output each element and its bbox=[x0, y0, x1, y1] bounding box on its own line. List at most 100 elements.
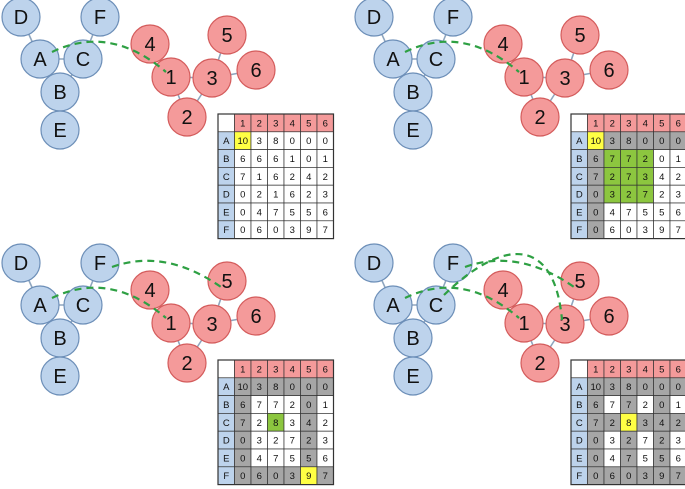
node-circle bbox=[416, 285, 456, 325]
node-label: C bbox=[76, 295, 90, 317]
node-2: 2 bbox=[167, 343, 207, 383]
table-cell-value: 1 bbox=[323, 154, 328, 165]
row-header: B bbox=[576, 154, 582, 165]
table-cell-value: 6 bbox=[593, 154, 598, 165]
table-cell-value: 1 bbox=[290, 154, 295, 165]
node-label: D bbox=[14, 7, 28, 29]
table-cell-value: 7 bbox=[323, 471, 328, 482]
node-4: 4 bbox=[130, 270, 170, 310]
row-header: C bbox=[223, 418, 230, 429]
node-circle bbox=[192, 58, 232, 98]
table-cell-value: 2 bbox=[626, 436, 631, 447]
table-cell-value: 2 bbox=[659, 436, 664, 447]
table-cell-value: 10 bbox=[237, 382, 248, 393]
row-header: F bbox=[576, 225, 582, 236]
table-cell-value: 3 bbox=[290, 471, 295, 482]
table-cell-value: 2 bbox=[643, 154, 648, 165]
table-cell-value: 6 bbox=[257, 225, 262, 236]
table-cell-value: 7 bbox=[290, 436, 295, 447]
node-label: 6 bbox=[603, 60, 614, 82]
table-corner bbox=[217, 113, 235, 133]
node-A: A bbox=[373, 285, 413, 325]
table-cell-value: 8 bbox=[273, 136, 278, 147]
table-cell-value: 3 bbox=[290, 418, 295, 429]
node-1: 1 bbox=[151, 303, 191, 343]
node-E: E bbox=[40, 356, 80, 396]
table-cell-value: 9 bbox=[306, 471, 311, 482]
node-D: D bbox=[1, 0, 41, 37]
table-border bbox=[570, 359, 685, 486]
table-cell-value: 6 bbox=[323, 453, 328, 464]
column-header: 4 bbox=[290, 118, 295, 129]
table-cell-value: 1 bbox=[323, 400, 328, 411]
node-label: E bbox=[406, 366, 419, 388]
table-cell-value: 7 bbox=[643, 190, 648, 201]
table-cell-value: 0 bbox=[323, 382, 328, 393]
node-circle bbox=[20, 285, 60, 325]
table-cell-value: 6 bbox=[240, 400, 245, 411]
table-cell-value: 4 bbox=[257, 453, 262, 464]
table-cell-value: 0 bbox=[306, 154, 311, 165]
table-cell-value: 3 bbox=[257, 136, 262, 147]
node-B: B bbox=[393, 72, 433, 112]
node-label: F bbox=[447, 253, 459, 275]
node-label: C bbox=[429, 49, 443, 71]
node-label: 4 bbox=[144, 34, 155, 56]
table-cell-value: 7 bbox=[240, 418, 245, 429]
column-header: 2 bbox=[257, 364, 262, 375]
node-5: 5 bbox=[560, 15, 600, 55]
row-header: B bbox=[576, 400, 582, 411]
node-3: 3 bbox=[192, 304, 232, 344]
column-header: 3 bbox=[626, 364, 631, 375]
node-circle bbox=[354, 243, 394, 283]
node-E: E bbox=[393, 356, 433, 396]
node-label: 3 bbox=[206, 314, 217, 336]
table-cell-value: 4 bbox=[659, 418, 664, 429]
table-cell-value: 4 bbox=[306, 172, 311, 183]
node-circle bbox=[63, 285, 103, 325]
node-circle bbox=[433, 243, 473, 283]
table-cell-value: 7 bbox=[593, 418, 598, 429]
table-cell-value: 0 bbox=[240, 225, 245, 236]
table-cell-value: 3 bbox=[610, 190, 615, 201]
table-cell-value: 2 bbox=[626, 190, 631, 201]
table-cell-value: 7 bbox=[240, 172, 245, 183]
column-header: 6 bbox=[676, 118, 681, 129]
table-cell-value: 0 bbox=[290, 382, 295, 393]
table-cell-value: 6 bbox=[323, 207, 328, 218]
column-header: 4 bbox=[290, 364, 295, 375]
node-C: C bbox=[63, 39, 103, 79]
row-header: B bbox=[223, 154, 229, 165]
table-cell-value: 0 bbox=[240, 436, 245, 447]
match-line-F-5 bbox=[111, 259, 222, 288]
table-cell-value: 0 bbox=[306, 400, 311, 411]
node-4: 4 bbox=[130, 24, 170, 64]
table-cell-value: 0 bbox=[643, 382, 648, 393]
node-2: 2 bbox=[520, 343, 560, 383]
column-header: 1 bbox=[593, 364, 598, 375]
table-cell-value: 3 bbox=[290, 225, 295, 236]
table-cell-value: 8 bbox=[626, 418, 631, 429]
node-circle bbox=[483, 270, 523, 310]
table-cell-value: 0 bbox=[659, 382, 664, 393]
node-circle bbox=[560, 261, 600, 301]
node-circle bbox=[130, 24, 170, 64]
node-label: 4 bbox=[144, 280, 155, 302]
table-cell-value: 0 bbox=[659, 154, 664, 165]
table-cell-value: 8 bbox=[273, 418, 278, 429]
node-A: A bbox=[20, 285, 60, 325]
node-label: D bbox=[367, 253, 381, 275]
table-cell-value: 7 bbox=[273, 400, 278, 411]
table-cell-value: 0 bbox=[240, 190, 245, 201]
table-cell-value: 2 bbox=[306, 436, 311, 447]
table-cell-value: 4 bbox=[610, 453, 615, 464]
table-border bbox=[570, 113, 685, 240]
table-cell-value: 1 bbox=[273, 190, 278, 201]
table-cell-value: 6 bbox=[676, 453, 681, 464]
node-2: 2 bbox=[167, 97, 207, 137]
node-label: F bbox=[94, 7, 106, 29]
